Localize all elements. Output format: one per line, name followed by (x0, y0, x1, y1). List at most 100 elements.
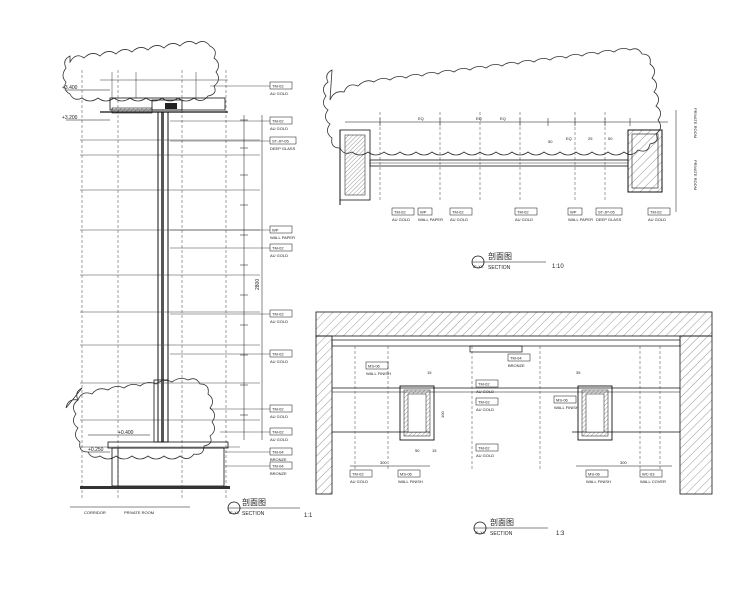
callout-code: MS-06 (556, 398, 569, 403)
callout-desc: AU GOLD (270, 359, 288, 364)
callout-code: TM-02 (272, 84, 284, 89)
callout-code: TM-04 (510, 356, 522, 361)
callout-code: TM-02 (272, 246, 284, 251)
dim-label: 50 (548, 139, 553, 144)
dim-label: EQ (418, 116, 424, 121)
dim-label: 35 (576, 370, 581, 375)
dim-label: EQ (566, 136, 572, 141)
section-title: 剖面图 (242, 497, 266, 507)
dim-label: 15 (432, 448, 437, 453)
revision-cloud-bottom (65, 378, 215, 460)
callout-desc: AU GOLD (270, 126, 288, 131)
revision-cloud-top (62, 41, 219, 102)
callout-desc: AU GOLD (476, 389, 494, 394)
callout-code: ST-JP-05 (272, 139, 289, 144)
callout-desc: AU GOLD (270, 414, 288, 419)
dim-label: 300 (620, 460, 627, 465)
section-scale: 1:10 (552, 264, 564, 270)
dim-label: 50 (415, 448, 420, 453)
callout-code: TM-02 (272, 352, 284, 357)
section-title: 剖面图 (488, 251, 512, 261)
section-marker-left: 剖面图 SECTION IE-XX 1:1 (227, 497, 313, 519)
callout-desc: WALL PAPER (270, 235, 295, 240)
callout-desc: WALL PAPER (418, 217, 443, 222)
callout-code: TM-02 (478, 382, 490, 387)
callout-code: TM-04 (272, 464, 284, 469)
section-left: +3.400 +3.200 +0.400 +0.250 2800 TM-02AU… (62, 41, 313, 519)
section-ref: IE-XX (229, 510, 240, 515)
level-label: +3.400 (62, 85, 78, 91)
callout-desc: WALL COVER (640, 479, 666, 484)
dim-label: 300 (380, 460, 387, 465)
callout-code: MS-06 (368, 364, 381, 369)
callout-desc: AU GOLD (350, 479, 368, 484)
callout-desc: DEEP GLASS (596, 217, 622, 222)
level-label: +0.400 (118, 430, 134, 436)
callout-desc: BRONZE (508, 363, 525, 368)
callout-desc: AU GOLD (270, 437, 288, 442)
callout-code: TM-02 (272, 312, 284, 317)
callout-code: WP (570, 210, 577, 215)
callout-desc: AU GOLD (270, 253, 288, 258)
callout-code: MS-06 (400, 472, 413, 477)
callout-code: WP (272, 228, 279, 233)
callout-desc: AU GOLD (476, 407, 494, 412)
callout-desc: BRONZE (270, 471, 287, 476)
dim-label: EQ (476, 116, 482, 121)
level-label: +0.250 (88, 447, 104, 453)
callout-code: TM-02 (272, 430, 284, 435)
dimension-label: 2800 (255, 279, 261, 290)
section-subtitle: SECTION (490, 531, 513, 537)
callout-code: TM-02 (352, 472, 364, 477)
dim-label: 15 (427, 370, 432, 375)
callout-desc: WALL PAPER (568, 217, 593, 222)
dim-label: EQ (500, 116, 506, 121)
section-scale: 1:1 (304, 513, 313, 519)
section-ref: IE-XX (475, 530, 486, 535)
dim-label: 25 (588, 136, 593, 141)
callout-code: TM-02 (394, 210, 406, 215)
callout-code: ST-JP-05 (598, 210, 615, 215)
room-label: CORRIDOR (84, 510, 106, 515)
callout-code: WC-03 (642, 472, 655, 477)
side-label: PRIVATE ROOM (693, 160, 698, 190)
callout-code: TM-02 (272, 119, 284, 124)
section-subtitle: SECTION (242, 511, 265, 517)
callout-desc: AU GOLD (648, 217, 666, 222)
callout-code: TM-02 (517, 210, 529, 215)
callout-desc: BRONZE (270, 457, 287, 462)
section-top-right: EQ EQ EQ 50 EQ 25 50 PRIVATE ROOM PRIVAT… (323, 48, 698, 271)
callout-desc: AU GOLD (392, 217, 410, 222)
section-title: 剖面图 (490, 517, 514, 527)
callout-desc: AU GOLD (450, 217, 468, 222)
side-label: PRIVATE ROOM (693, 108, 698, 138)
callout-desc: WALL FINISH (554, 405, 579, 410)
callout-code: MS-06 (588, 472, 601, 477)
callout-desc: DEEP GLASS (270, 146, 296, 151)
callout-code: TM-02 (272, 407, 284, 412)
section-marker-top-right: 剖面图 SECTION IE-XX 1:10 (471, 251, 564, 271)
callout-code: TM-02 (650, 210, 662, 215)
callout-desc: AU GOLD (270, 319, 288, 324)
section-ref: IE-XX (473, 264, 484, 269)
callout-code: TM-02 (452, 210, 464, 215)
callout-desc: AU GOLD (515, 217, 533, 222)
callout-desc: WALL FINISH (398, 479, 423, 484)
section-scale: 1:3 (556, 531, 565, 537)
callouts-top-right: TM-02 AU GOLD WP WALL PAPER TM-02 AU GOLD T… (391, 207, 671, 222)
callout-code: WP (420, 210, 427, 215)
callout-desc: AU GOLD (270, 91, 288, 96)
callout-desc: AU GOLD (476, 453, 494, 458)
room-label: PRIVATE ROOM (124, 510, 154, 515)
dim-label: 50 (608, 136, 613, 141)
level-label: +3.200 (62, 115, 78, 121)
callout-desc: WALL FINISH (366, 371, 391, 376)
section-marker-bottom-right: 剖面图 SECTION IE-XX 1:3 (473, 517, 565, 537)
callout-code: TM-02 (478, 400, 490, 405)
callout-desc: WALL FINISH (586, 479, 611, 484)
dim-label: 100 (440, 411, 445, 418)
